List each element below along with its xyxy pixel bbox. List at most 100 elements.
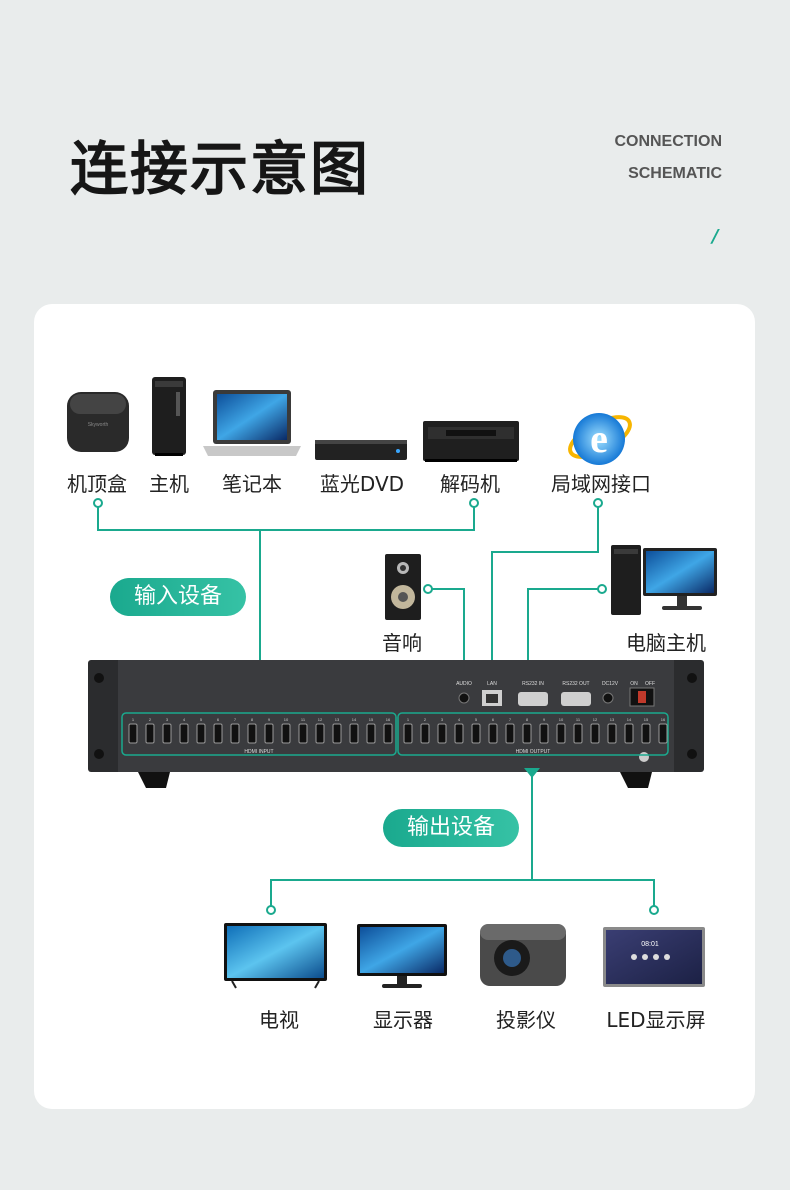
- hdmi-input-port: [264, 723, 274, 744]
- output-arrow-icon: [524, 768, 540, 778]
- matrix-switcher-device: [88, 660, 704, 788]
- hdmi-output-port-number: 10: [559, 717, 564, 722]
- hdmi-input-port: [247, 723, 257, 744]
- hdmi-input-port: [128, 723, 138, 744]
- desktop-computer-icon: [611, 545, 717, 615]
- hdmi-input-port: [281, 723, 291, 744]
- hdmi-output-port: [488, 723, 498, 744]
- hdmi-input-port-number: 12: [318, 717, 323, 722]
- port-labels: AUDIO LAN RS232 IN RS232 OUT DC12V ON OF…: [244, 681, 655, 755]
- hdmi-input-port-number: 4: [183, 717, 186, 722]
- hdmi-output-port-number: 2: [424, 717, 427, 722]
- hdmi-input-port-number: 14: [352, 717, 357, 722]
- hdmi-input-port-number: 7: [234, 717, 237, 722]
- speaker-icon: [385, 554, 421, 620]
- device-label-monitor: 显示器: [373, 1008, 433, 1032]
- device-label-laptop: 笔记本: [222, 472, 282, 496]
- output-connector-lines: [270, 772, 655, 906]
- hdmi-input-port-number: 3: [166, 717, 169, 722]
- output-devices-pill: 输出设备: [383, 809, 519, 847]
- device-label-decoder: 解码机: [440, 472, 500, 496]
- led-display-icon: 08:01: [603, 927, 705, 987]
- svg-text:e: e: [590, 416, 608, 461]
- hdmi-input-port: [383, 723, 393, 744]
- hdmi-output-port-number: 1: [407, 717, 410, 722]
- device-label-led: LED显示屏: [606, 1008, 706, 1032]
- accent-slash: /: [712, 226, 719, 247]
- hdmi-input-label: HDMI INPUT: [244, 749, 273, 755]
- device-label-lan: 局域网接口: [551, 472, 651, 496]
- input-devices-pill: 输入设备: [110, 578, 246, 616]
- hdmi-output-port: [522, 723, 532, 744]
- hdmi-output-port: [403, 723, 413, 744]
- hdmi-input-port: [145, 723, 155, 744]
- hdmi-output-port: [624, 723, 634, 744]
- hdmi-output-port-number: 6: [492, 717, 495, 722]
- laptop-icon: [203, 390, 301, 456]
- hdmi-input-port: [315, 723, 325, 744]
- decoder-icon: [423, 421, 519, 462]
- hdmi-output-port: [539, 723, 549, 744]
- hdmi-input-port-number: 13: [335, 717, 340, 722]
- hdmi-input-port: [196, 723, 206, 744]
- hdmi-output-port: [607, 723, 617, 744]
- hdmi-output-port: [454, 723, 464, 744]
- port-audio-label: AUDIO: [456, 681, 472, 687]
- hdmi-input-port-number: 15: [369, 717, 374, 722]
- hdmi-input-port: [332, 723, 342, 744]
- hdmi-input-port-number: 9: [268, 717, 271, 722]
- bluray-player-icon: [315, 440, 407, 460]
- subtitle-line-2: SCHEMATIC: [628, 165, 722, 182]
- projector-icon: [480, 924, 566, 986]
- hdmi-output-port-number: 5: [475, 717, 478, 722]
- port-rs232-out-label: RS232 OUT: [562, 681, 589, 687]
- port-lan-label: LAN: [487, 681, 497, 687]
- hdmi-output-port-number: 16: [661, 717, 666, 722]
- page-title: 连接示意图: [70, 135, 371, 203]
- hdmi-output-port: [420, 723, 430, 744]
- hdmi-input-port-number: 5: [200, 717, 203, 722]
- hdmi-output-port-number: 13: [610, 717, 615, 722]
- hdmi-output-port-number: 9: [543, 717, 546, 722]
- hdmi-output-port: [641, 723, 651, 744]
- hdmi-input-port: [179, 723, 189, 744]
- hdmi-input-port-number: 8: [251, 717, 254, 722]
- hdmi-input-port-number: 11: [301, 717, 306, 722]
- hdmi-output-port: [437, 723, 447, 744]
- hdmi-input-port: [162, 723, 172, 744]
- device-label-speaker: 音响: [382, 631, 422, 655]
- hdmi-input-port: [213, 723, 223, 744]
- hdmi-output-port: [505, 723, 515, 744]
- device-label-bluray: 蓝光DVD: [319, 472, 405, 496]
- hdmi-input-port: [298, 723, 308, 744]
- port-dc12v-label: DC12V: [602, 681, 619, 687]
- hdmi-input-port-number: 6: [217, 717, 220, 722]
- subtitle-line-1: CONNECTION: [614, 133, 722, 150]
- hdmi-input-port-number: 1: [132, 717, 135, 722]
- hdmi-input-port-number: 2: [149, 717, 152, 722]
- hdmi-input-port: [366, 723, 376, 744]
- internet-explorer-icon: e: [568, 413, 632, 465]
- hdmi-input-port-number: 10: [284, 717, 289, 722]
- hdmi-output-port: [573, 723, 583, 744]
- hdmi-output-port-number: 14: [627, 717, 632, 722]
- set-top-box-icon: Skyworth: [67, 392, 129, 452]
- device-label-set-top-box: 机顶盒: [67, 472, 127, 496]
- device-label-pc: 主机: [149, 472, 189, 496]
- hdmi-output-port: [590, 723, 600, 744]
- device-label-projector: 投影仪: [496, 1008, 556, 1032]
- hdmi-output-port-number: 7: [509, 717, 512, 722]
- svg-text:Skyworth: Skyworth: [88, 422, 109, 428]
- power-on-label: ON: [630, 681, 638, 687]
- monitor-icon: [357, 924, 447, 988]
- power-off-label: OFF: [645, 681, 655, 687]
- hdmi-output-port-number: 4: [458, 717, 461, 722]
- hdmi-output-port-number: 12: [593, 717, 598, 722]
- hdmi-output-port-number: 3: [441, 717, 444, 722]
- hdmi-output-port: [471, 723, 481, 744]
- hdmi-input-port: [230, 723, 240, 744]
- tv-icon: [224, 923, 327, 989]
